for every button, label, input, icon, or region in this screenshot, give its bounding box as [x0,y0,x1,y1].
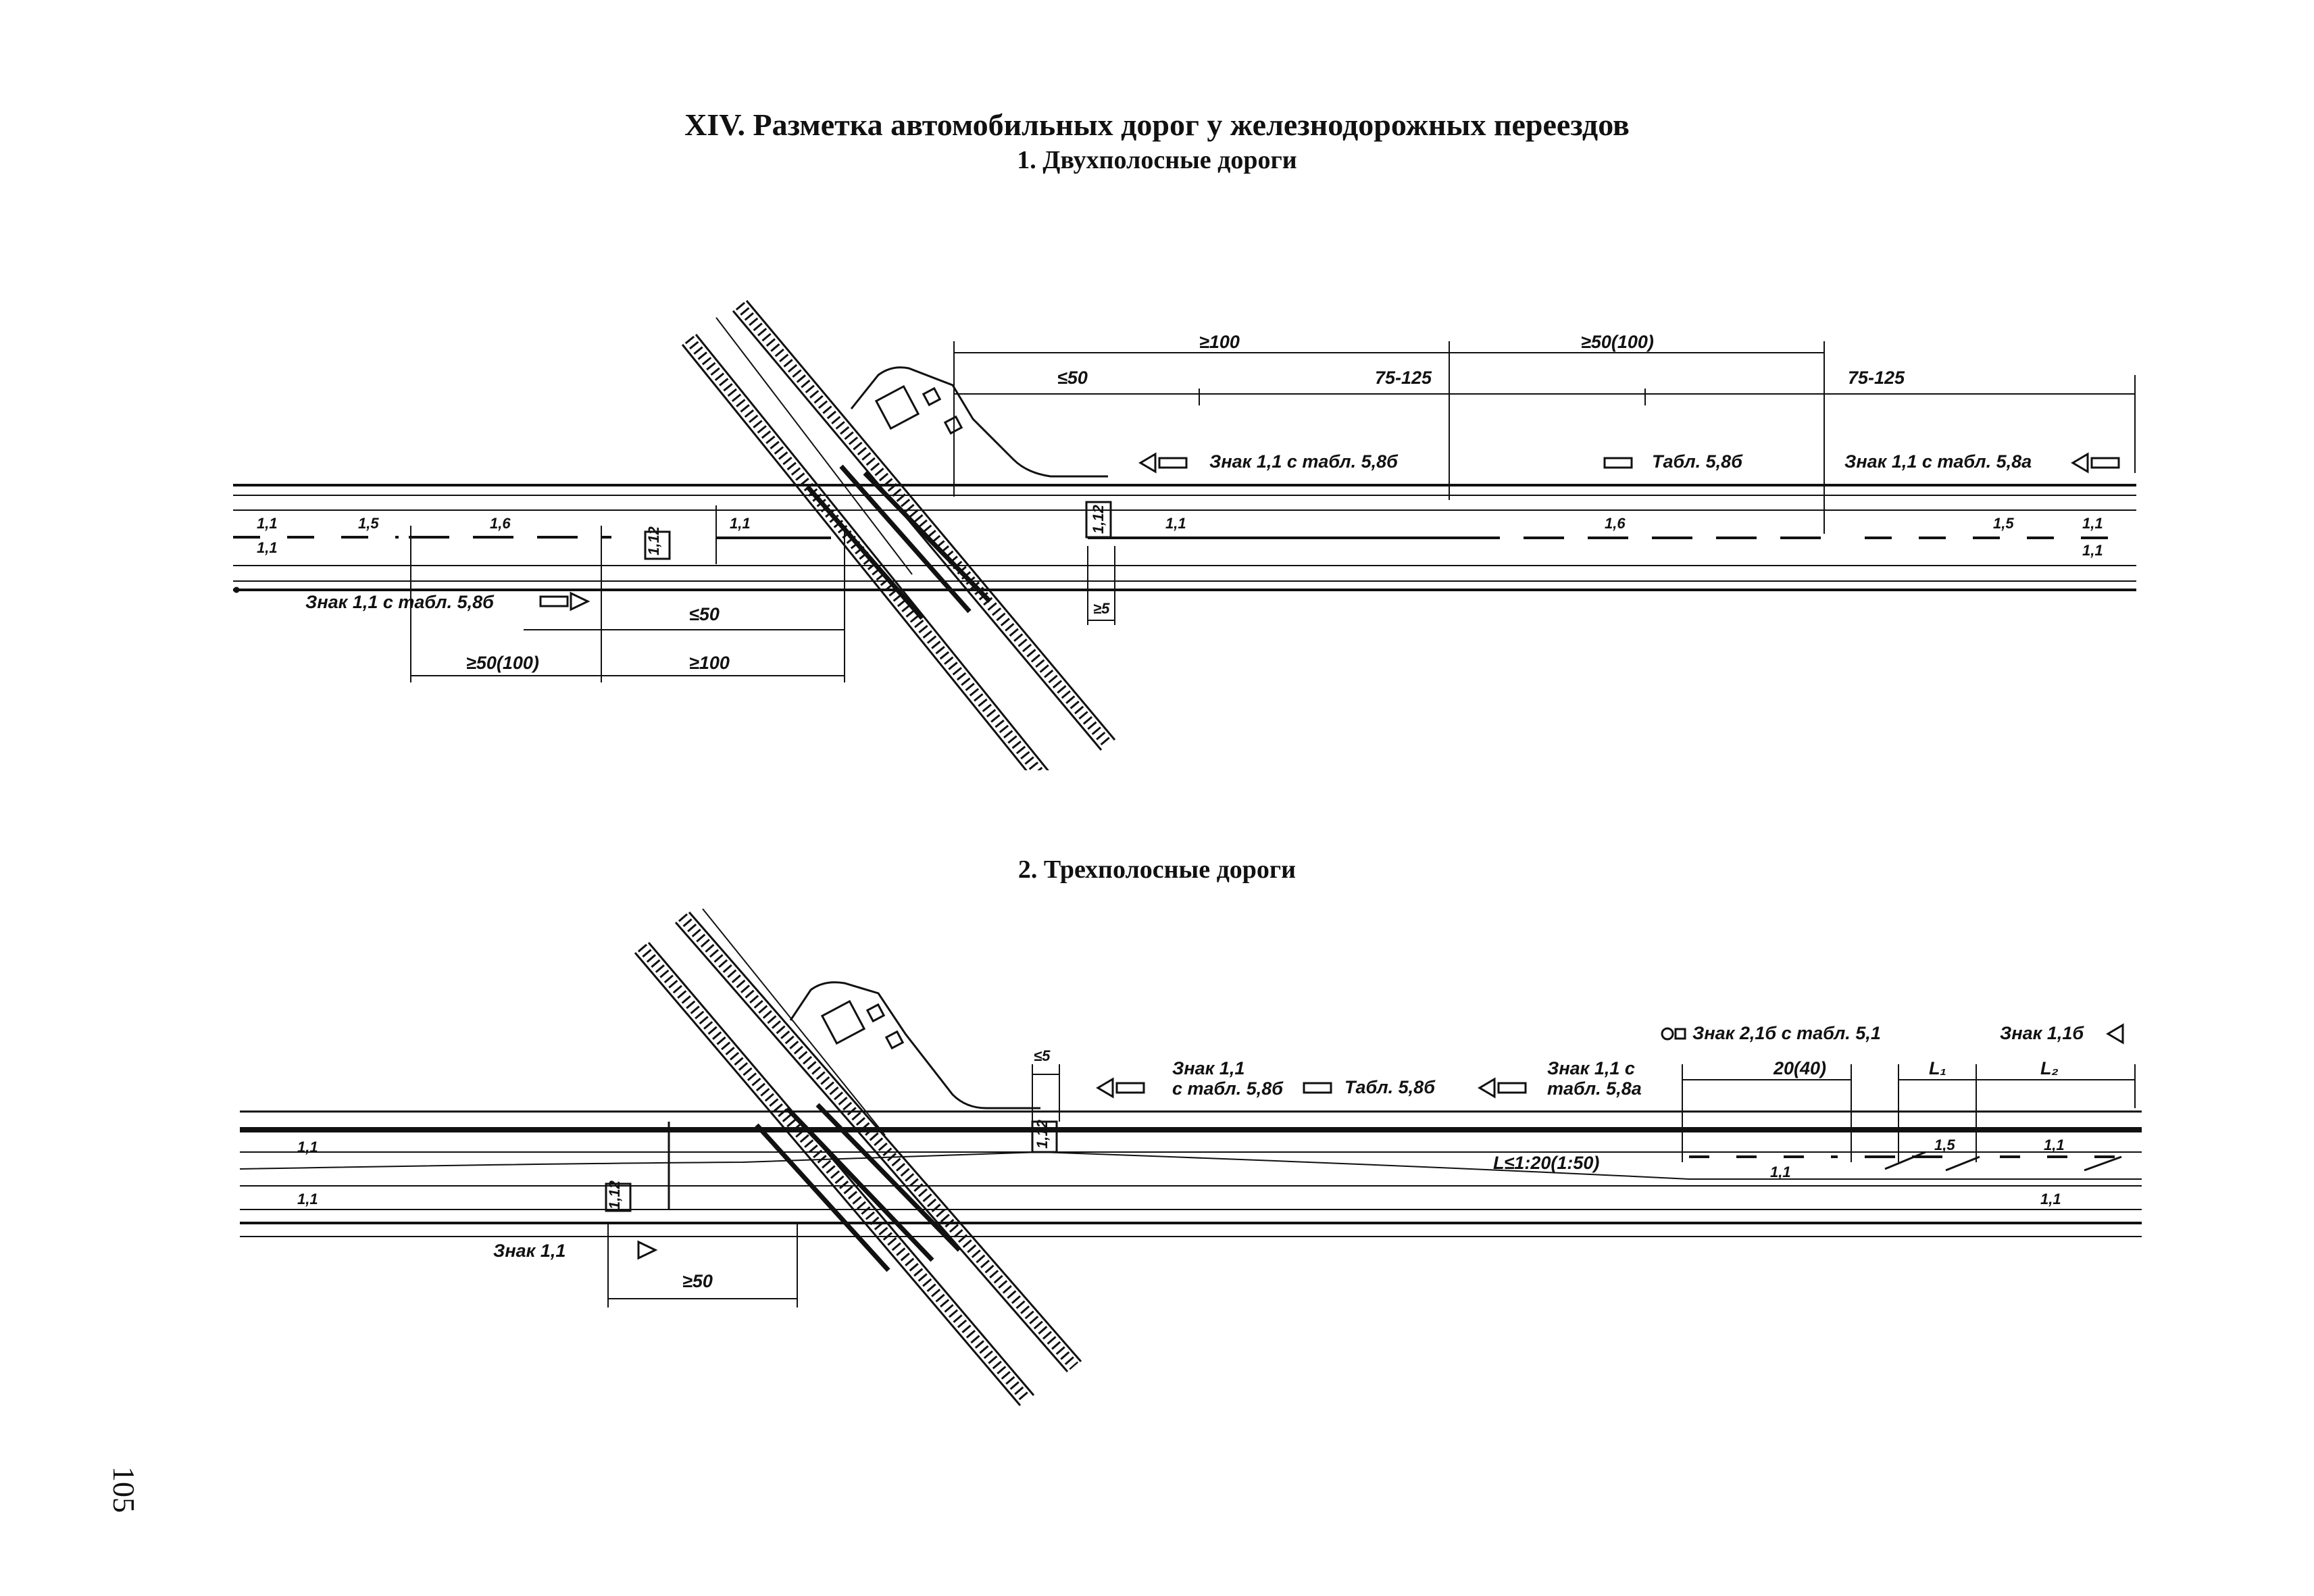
line-label-1-1-r-b: 1,1 [2044,1137,2065,1153]
dim-75-125-b: 75-125 [1848,368,1905,388]
lane-markings [1689,1151,2122,1172]
dim-ge5: ≥5 [1093,600,1110,617]
line-label-1-1-r-c: 1,1 [2040,1191,2061,1207]
dim-75-125-a: 75-125 [1375,368,1432,388]
dim-L1: L₁ [1929,1058,1946,1078]
stop-line-markings [644,501,1112,560]
dim-L2: L₂ [2040,1058,2059,1078]
line-label-1-5-right: 1,5 [1993,515,2014,532]
sign-2-1b-tab51: Знак 2,1б с табл. 5,1 [1692,1023,1881,1043]
dim-ge50-100-top: ≥50(100) [1581,332,1654,352]
diagram2-labels: Знак 2,1б с табл. 5,1 Знак 1,1б ≤5 Знак … [297,1023,2084,1291]
road-edges [239,1110,2142,1237]
sign-1-1-tab58b-left: Знак 1,1 с табл. 5,8б [305,592,495,612]
subtitle-two-lane: 1. Двухполосные дороги [1017,146,1297,174]
sign-1-1b: Знак 1,1б [2000,1023,2084,1043]
line-label-1-1-mid: 1,1 [730,515,751,532]
crossing-booth [789,981,1040,1109]
dimension-lines [607,1064,2136,1307]
taper-ratio: L≤1:20(1:50) [1493,1153,1599,1173]
sign-1-1-tab58b-right: Знак 1,1 с табл. 5,8б [1209,451,1399,472]
sign-1-1-tab58a-right: Знак 1,1 с табл. 5,8а [1844,451,2032,472]
line-label-1-1-b: 1,1 [257,539,278,556]
line-label-1-12-b: 1,12 [1090,504,1107,534]
railway-tracks [681,300,1116,770]
sign-1-1-left: Знак 1,1 [493,1241,565,1261]
road-edges [233,484,2136,593]
line-label-1-12-b: 1,12 [1034,1119,1051,1149]
line-label-1-1-after: 1,1 [1165,515,1186,532]
tab-58b-right: Табл. 5,8б [1652,451,1743,472]
dim-20-40: 20(40) [1773,1058,1826,1078]
line-label-1-6-left: 1,6 [490,515,511,532]
dim-ge50-100-bottom: ≥50(100) [466,653,539,673]
road-signs [637,1023,2124,1260]
line-label-1-1-a: 1,1 [257,515,278,532]
tab-58b: Табл. 5,8б [1344,1077,1436,1097]
stop-line-markings [605,1120,1058,1212]
dim-ge50: ≥50 [682,1271,713,1291]
crossing-booth [850,366,1108,478]
line-label-1-5-left: 1,5 [358,515,379,532]
sign-1-1-label-b: с табл. 5,8б [1172,1078,1284,1099]
line-label-1-1-r1: 1,1 [2082,515,2103,532]
page-title: XIV. Разметка автомобильных дорог у желе… [684,107,1630,142]
dim-ge100-top: ≥100 [1199,332,1240,352]
dim-le50-bottom: ≤50 [689,604,720,624]
line-label-1-5: 1,5 [1934,1137,1955,1153]
railway-tracks [634,908,1082,1406]
subtitle-three-lane: 2. Трехполосные дороги [1017,855,1297,884]
sign-1-1-label-a: Знак 1,1 [1172,1058,1244,1078]
line-label-1-1-left-bottom: 1,1 [297,1191,318,1207]
line-label-1-12-a: 1,12 [606,1180,623,1210]
three-lane-crossing-diagram: Знак 2,1б с табл. 5,1 Знак 1,1б ≤5 Знак … [239,908,2142,1406]
centerline-markings [233,536,2135,539]
sign-1-1-tab58a-a: Знак 1,1 с [1547,1058,1635,1078]
page-number: 105 [107,1466,141,1513]
line-label-1-1-r2: 1,1 [2082,542,2103,559]
dim-le50-top: ≤50 [1057,368,1088,388]
two-lane-crossing-diagram: ≥100 ≥50(100) ≤50 75-125 75-125 Знак 1,1… [233,300,2136,770]
dim-le5: ≤5 [1034,1047,1051,1064]
dimension-lines [410,341,2136,682]
dim-ge100-bottom: ≥100 [689,653,730,673]
line-label-1-6-right: 1,6 [1605,515,1626,532]
line-label-1-1-r-a: 1,1 [1770,1164,1791,1180]
diagram1-labels: ≥100 ≥50(100) ≤50 75-125 75-125 Знак 1,1… [257,332,2103,673]
sign-1-1-tab58a-b: табл. 5,8а [1547,1078,1642,1099]
road-signs [539,452,2120,612]
line-label-1-1-left-top: 1,1 [297,1139,318,1155]
line-label-1-12-a: 1,12 [645,526,662,555]
